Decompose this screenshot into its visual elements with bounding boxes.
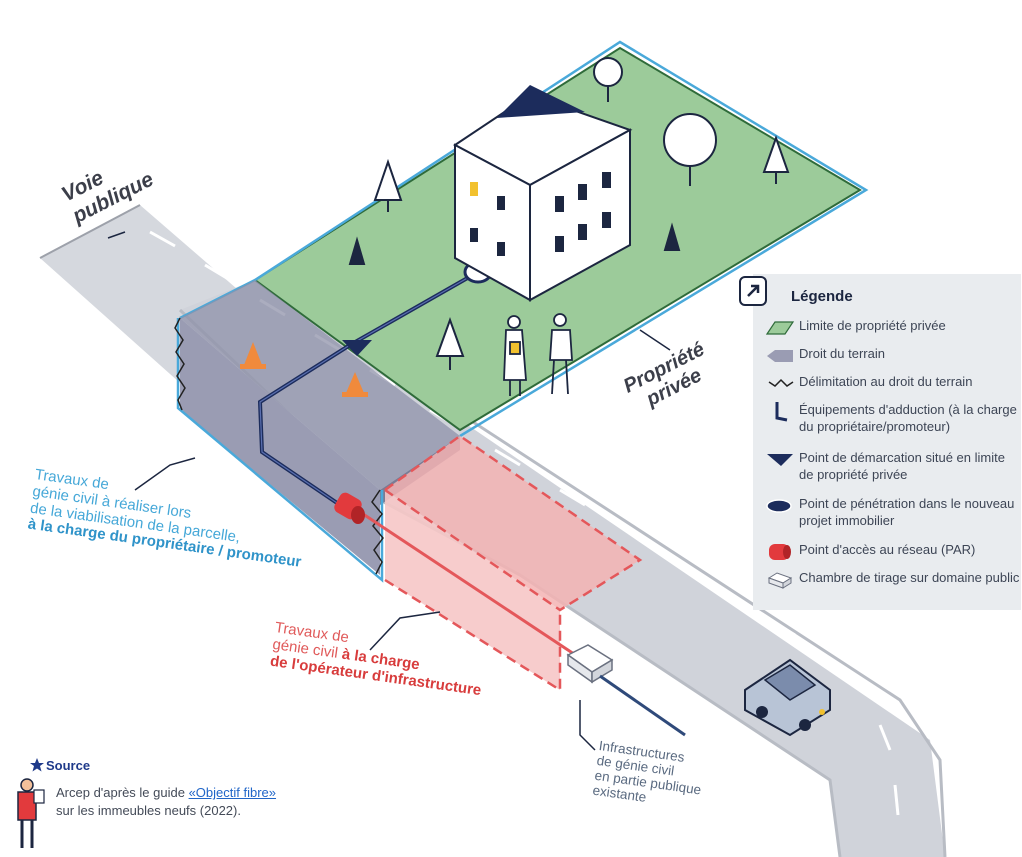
source-block: Source Arcep d'après le guide «Objectif …: [14, 758, 374, 850]
trees: [348, 57, 790, 370]
people: [503, 313, 573, 396]
l-shape-icon: [775, 402, 788, 422]
trench-operator: [359, 434, 643, 693]
legend-item-text: Chambre de tirage sur domaine public: [799, 570, 1020, 585]
legend-item-text: Limite de propriété privée: [799, 318, 946, 333]
legend-item-text: Équipements d'adduction (à la charge du …: [799, 402, 1017, 434]
source-text: Arcep d'après le guide «Objectif fibre» …: [56, 784, 276, 819]
source-text-before: Arcep d'après le guide: [56, 785, 189, 800]
adduction-cable: [257, 270, 479, 507]
triangle-icon: [767, 454, 793, 466]
car: [744, 658, 831, 737]
legend-arrow-icon: [739, 276, 767, 306]
white-box-icon: [767, 572, 793, 589]
legend-item-text: Point de pénétration dans le nouveau pro…: [799, 496, 1015, 528]
building: [453, 85, 633, 302]
zigzag-icon: [768, 378, 794, 387]
legend-panel: Légende Limite de propriété privée Droit…: [739, 274, 1021, 610]
red-cylinder-icon: [769, 544, 791, 560]
source-person: [17, 778, 45, 848]
leader-lines: [107, 231, 671, 751]
par-cylinder: [334, 492, 365, 524]
green-square-icon: [765, 321, 795, 335]
legend-title: Légende: [791, 288, 853, 305]
legend-item-text: Droit du terrain: [799, 346, 885, 361]
source-title: Source: [46, 758, 91, 773]
traffic-cones: [240, 342, 368, 397]
source-text-after: sur les immeubles neufs (2022).: [56, 802, 241, 818]
legend-item-text: Délimitation au droit du terrain: [799, 374, 973, 389]
ellipse-icon: [766, 499, 792, 513]
legend-item-text: Point d'accès au réseau (PAR): [799, 542, 976, 557]
gray-arrow-icon: [767, 350, 793, 362]
source-link[interactable]: «Objectif fibre»: [188, 785, 277, 800]
chamber-box: [566, 644, 686, 737]
demarcation-triangle: [342, 340, 372, 356]
legend-item-text: Point de démarcation situé en limite de …: [799, 450, 1005, 482]
star-icon: [30, 758, 44, 772]
